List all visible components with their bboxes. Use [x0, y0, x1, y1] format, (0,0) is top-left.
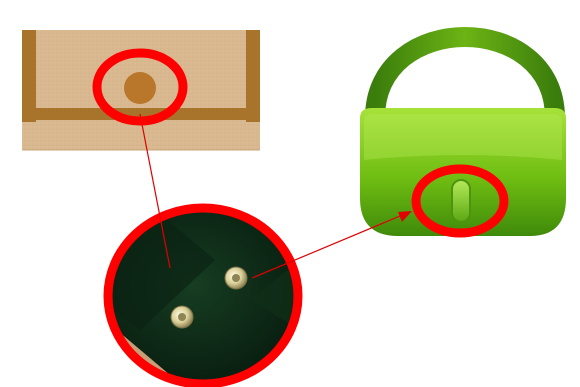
wallet-button: [124, 72, 156, 104]
magnetic-snap-closeup: [100, 200, 310, 387]
magnet-snap-lower-center: [178, 313, 186, 321]
handbag-clasp: [452, 180, 470, 222]
magnet-snap-upper-center: [232, 274, 240, 282]
handbag-shine: [364, 114, 562, 160]
wallet-icon: [22, 30, 260, 150]
handbag-handle: [375, 37, 555, 118]
handbag-icon: [360, 37, 566, 236]
